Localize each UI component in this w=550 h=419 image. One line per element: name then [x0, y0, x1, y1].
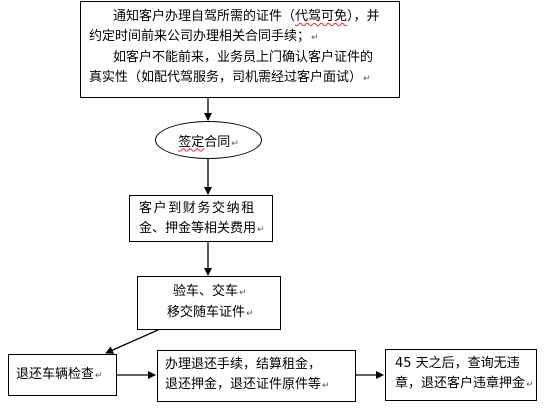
notify-line-4: 真实性（如配代驾服务，司机需经过客户面试）↵	[89, 70, 371, 85]
paragraph-mark: ↵	[526, 380, 534, 390]
inspection-line-1: 验车、交车↵	[173, 284, 247, 299]
return-check-box: 退还车辆检查↵	[8, 354, 117, 396]
payment-line-2: 金、押金等相关费用↵	[139, 221, 265, 236]
notify-line-3: 如客户不能前来，业务员上门确认客户证件的	[113, 50, 374, 65]
return-process-line-2: 退还押金，退还证件原件等↵	[165, 377, 330, 392]
payment-box: 客户到财务交纳租 金、押金等相关费用↵	[129, 195, 273, 242]
final-line-1: 45 天之后，查询无违	[395, 356, 520, 371]
inspection-box: 验车、交车↵ 移交随车证件↵	[137, 276, 281, 330]
notify-line-2: 约定时间前来公司办理相关合同手续；↵	[89, 29, 319, 44]
return-check-line-1: 退还车辆检查↵	[16, 367, 103, 382]
paragraph-mark: ↵	[231, 138, 239, 149]
paragraph-mark: ↵	[363, 74, 371, 84]
notify-customer-box: 通知客户办理自驾所需的证件（代驾可免），并 约定时间前来公司办理相关合同手续；↵…	[80, 1, 400, 98]
paragraph-mark: ↵	[311, 33, 319, 43]
notify-line-1-flagged: 代驾可免	[295, 9, 348, 24]
payment-line-1: 客户到财务交纳租	[139, 201, 256, 216]
sign-contract-label: 签定合同↵	[178, 134, 239, 150]
final-refund-box: 45 天之后，查询无违 章，退还客户违章押金↵	[385, 349, 537, 401]
notify-line-1: 通知客户办理自驾所需的证件（代驾可免），并	[113, 9, 380, 24]
paragraph-mark: ↵	[322, 381, 330, 391]
sign-contract-node: 签定合同↵	[155, 121, 262, 159]
return-process-line-1: 办理退还手续，结算租金，	[165, 357, 322, 372]
paragraph-mark: ↵	[95, 371, 103, 381]
paragraph-mark: ↵	[239, 288, 247, 298]
inspection-line-2: 移交随车证件↵	[167, 305, 254, 320]
arrow-inspection-to-returncheck	[105, 329, 159, 354]
paragraph-mark: ↵	[257, 225, 265, 235]
paragraph-mark: ↵	[246, 309, 254, 319]
final-line-2: 章，退还客户违章押金↵	[395, 376, 534, 391]
return-process-box: 办理退还手续，结算租金， 退还押金，退还证件原件等↵	[157, 350, 356, 402]
